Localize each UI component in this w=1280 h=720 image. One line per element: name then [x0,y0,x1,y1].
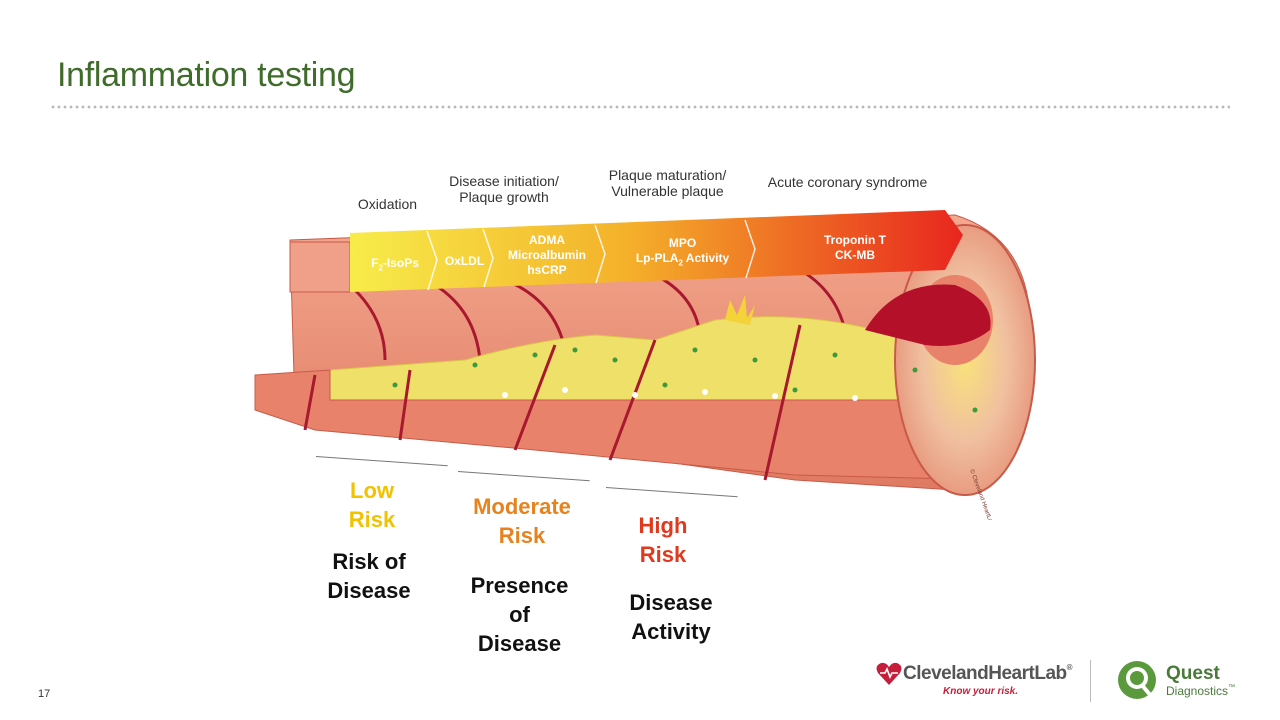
heart-logo-icon [876,662,902,685]
marker-oxldl: OxLDL [444,254,485,268]
artery-illustration: © Cleveland HeartLab 2010 [254,210,1036,520]
artery-left-cap [289,241,351,293]
quest-q-icon [1118,661,1156,699]
risk-moderate-description: Presence of Disease [470,573,569,656]
quest-logo-name: Quest [1166,663,1220,684]
blood-clot [865,284,991,346]
stage-plaque-maturation: Plaque maturation/ Vulnerable plaque [608,167,727,199]
risk-high-description: Disease Activity [629,590,713,644]
page-number: 17 [38,688,51,700]
dotted-divider [50,105,1230,109]
marker-mpo-lppla2: MPO Lp-PLA2 Activity [635,236,730,268]
risk-low: Low Risk [348,478,396,532]
stage-acute-coronary: Acute coronary syndrome [767,174,928,190]
risk-moderate: Moderate Risk [473,494,571,548]
stage-oxidation: Oxidation [357,196,418,212]
artery-lower-wall [254,369,996,481]
marker-troponin-ckmb: Troponin T CK-MB [824,233,886,262]
marker-f2-isops: F2-IsoPs [371,256,419,273]
cleveland-heartlab-logo: ClevelandHeartLab® [903,663,1073,684]
quest-logo-sub: Diagnostics™ [1166,684,1236,698]
risk-high: High Risk [638,513,688,567]
progression-arrow [350,210,963,292]
slide-title: Inflammation testing [57,56,356,94]
marker-adma-microalbumin-hscrp: ADMA Microalbumin hsCRP [507,233,586,277]
stage-disease-initiation: Disease initiation/ Plaque growth [449,173,559,205]
risk-low-description: Risk of Disease [327,549,411,603]
logo-divider [1090,660,1091,702]
cleveland-tagline: Know your risk. [943,686,1019,697]
